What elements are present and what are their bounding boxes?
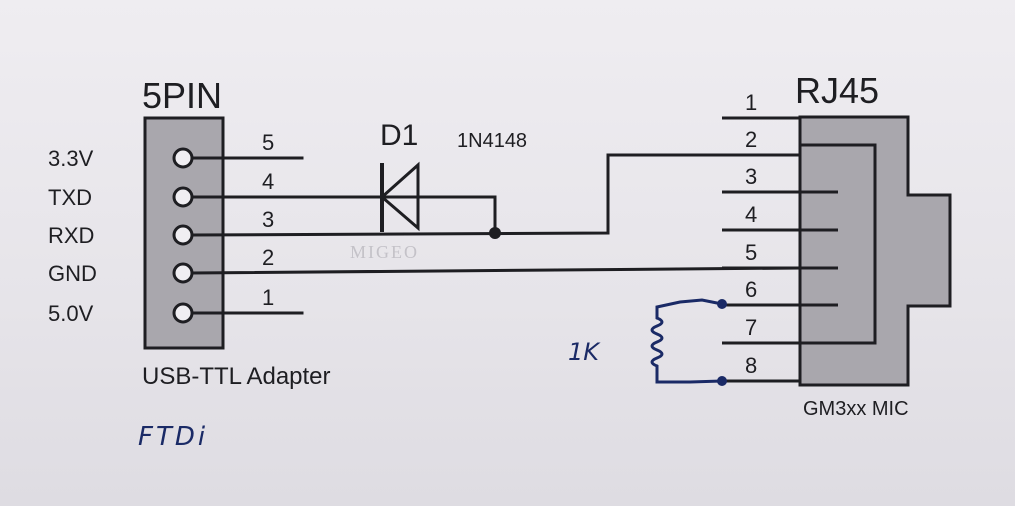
signal-label-5v: 5.0V [48, 301, 94, 326]
left-pin-number-1: 1 [262, 285, 274, 310]
left-pin-number-3: 3 [262, 207, 274, 232]
signal-label-rxd: RXD [48, 223, 94, 248]
rj45-pin-number-6: 6 [745, 277, 757, 302]
pin-circle-5 [172, 147, 194, 169]
right-connector-title: RJ45 [795, 70, 879, 111]
pin-circle-2 [172, 262, 194, 284]
left-connector-title: 5PIN [142, 75, 222, 116]
left-connector-caption: USB-TTL Adapter [142, 363, 331, 390]
rj45-pin-number-5: 5 [745, 240, 757, 265]
rj45-pin-number-8: 8 [745, 353, 757, 378]
rj45-pin-number-1: 1 [745, 90, 757, 115]
wire-gnd [190, 266, 802, 275]
rj45-pin-number-2: 2 [745, 127, 757, 152]
resistor-lead-top [655, 298, 724, 320]
pin-circle-1 [172, 302, 194, 324]
junction-dot [489, 227, 501, 239]
resistor-coil [650, 316, 664, 368]
left-pin-number-5: 5 [262, 130, 274, 155]
diode-part-label: 1N4148 [457, 130, 527, 152]
watermark: MIGEO [350, 242, 419, 262]
rj45-pin-number-4: 4 [745, 202, 757, 227]
rj45-pin-number-7: 7 [745, 315, 757, 340]
diode-triangle [379, 161, 420, 232]
signal-label-gnd: GND [48, 261, 97, 286]
wire-txd [190, 195, 497, 234]
wire-rxd [190, 153, 802, 237]
diode-d1 [379, 161, 420, 232]
resistor-node-pin6 [717, 299, 727, 309]
resistor-node-pin8 [717, 376, 727, 386]
right-connector-caption: GM3xx MIC [803, 398, 909, 420]
resistor-1k [650, 298, 724, 384]
resistor-lead-bottom [655, 364, 724, 384]
pin-circle-3 [172, 224, 194, 246]
diode-ref-label: D1 [380, 119, 418, 152]
left-pin-number-2: 2 [262, 245, 274, 270]
pin-circle-4 [172, 186, 194, 208]
signal-label-txd: TXD [48, 185, 92, 210]
handwritten-note: FTDi [138, 422, 208, 452]
left-pin-number-4: 4 [262, 169, 274, 194]
resistor-value-label: 1K [568, 338, 601, 366]
signal-label-3v3: 3.3V [48, 146, 94, 171]
rj45-pin-number-3: 3 [745, 164, 757, 189]
